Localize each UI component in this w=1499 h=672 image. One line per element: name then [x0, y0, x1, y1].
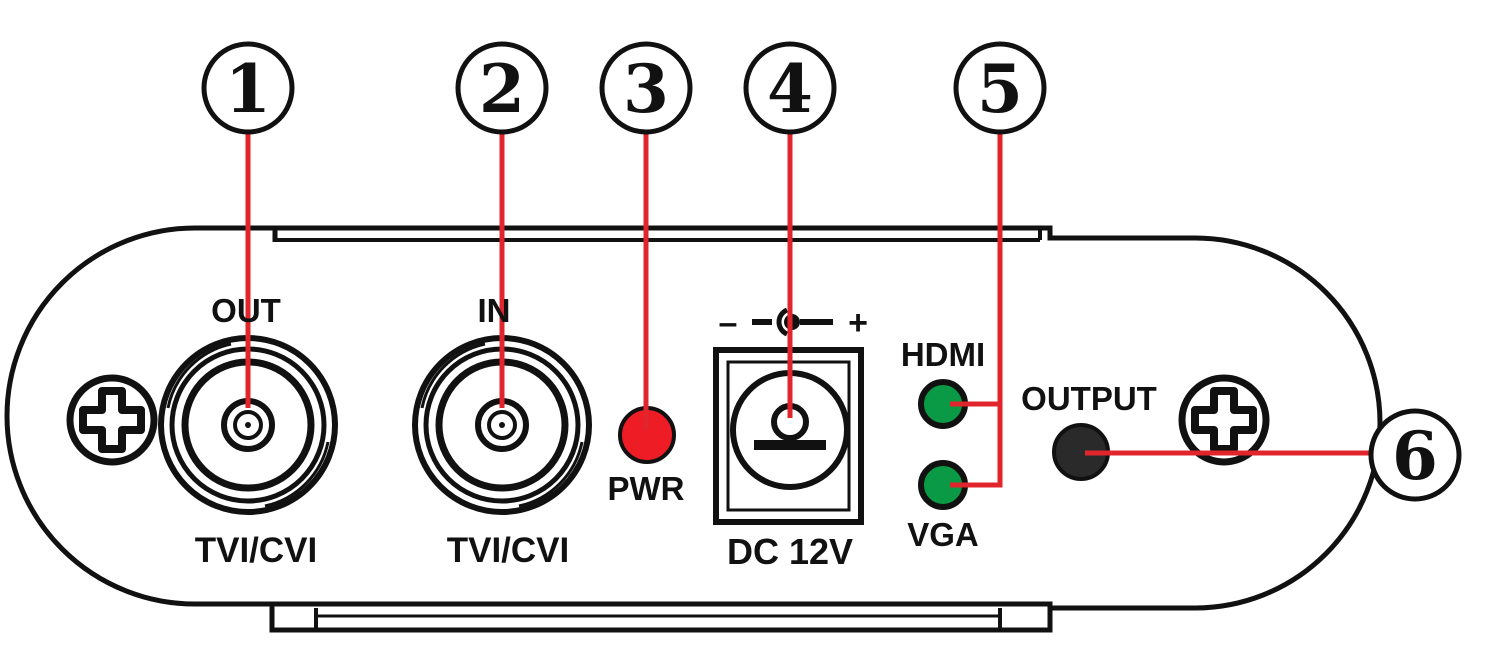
svg-text:5: 5 — [977, 50, 1023, 128]
pwr-label: PWR — [608, 470, 685, 507]
in-signal-label: TVI/CVI — [447, 531, 570, 570]
svg-text:4: 4 — [767, 50, 813, 128]
callout-1: 1 — [201, 41, 295, 135]
svg-text:6: 6 — [1392, 417, 1438, 495]
svg-text:3: 3 — [623, 50, 669, 128]
callout-6: 6 — [1368, 408, 1462, 502]
callout-3: 3 — [599, 41, 693, 135]
callout-5: 5 — [953, 41, 1047, 135]
leader-lines — [245, 130, 1370, 488]
bnc-in-connector-icon — [412, 335, 592, 515]
out-signal-label: TVI/CVI — [195, 531, 318, 570]
polarity-plus-label: + — [848, 304, 868, 342]
callout-4: 4 — [743, 41, 837, 135]
in-label: IN — [478, 292, 511, 329]
out-label: OUT — [211, 292, 281, 329]
dc-label: DC 12V — [727, 531, 853, 572]
left-screw-icon — [66, 374, 158, 466]
polarity-minus-label: – — [719, 304, 738, 342]
callout-2: 2 — [455, 41, 549, 135]
bottom-slot — [269, 601, 1053, 633]
svg-text:2: 2 — [479, 50, 525, 128]
output-label: OUTPUT — [1021, 380, 1157, 417]
svg-text:1: 1 — [225, 50, 271, 128]
hdmi-label: HDMI — [901, 336, 985, 373]
right-screw-icon — [1178, 374, 1270, 466]
vga-label: VGA — [907, 516, 979, 553]
